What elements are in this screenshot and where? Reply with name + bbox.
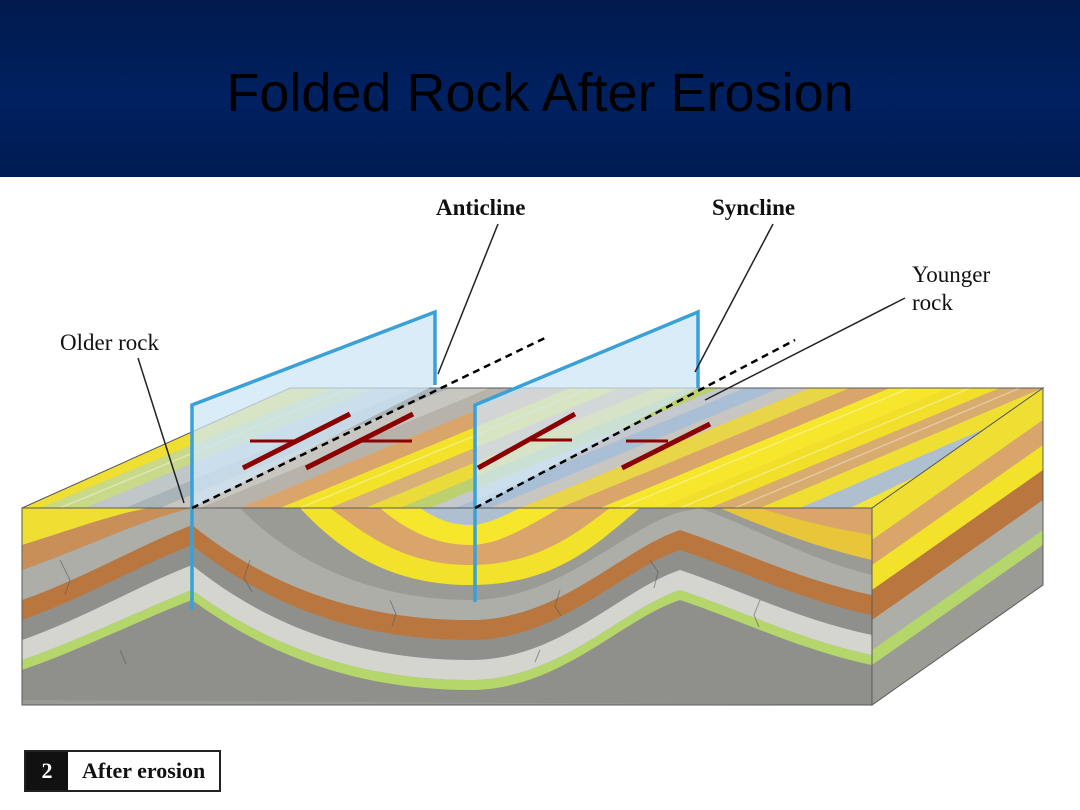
figure-caption-badge: 2 After erosion: [24, 750, 222, 792]
badge-text: After erosion: [82, 758, 206, 783]
slide-title: Folded Rock After Erosion: [226, 63, 854, 123]
strike-dip-symbols: [241, 411, 712, 471]
syncline-axial-plane: [473, 309, 700, 602]
badge-number: 2: [26, 752, 68, 790]
leader-lines: [137, 223, 906, 504]
younger-rock-label-line1: Younger: [912, 262, 991, 287]
slide-header: Folded Rock After Erosion: [0, 0, 1080, 177]
anticline-axis-line: [191, 336, 546, 510]
anticline-label: Anticline: [436, 195, 526, 220]
syncline-label: Syncline: [712, 195, 796, 220]
older-rock-label: Older rock: [60, 330, 159, 355]
front-face: [22, 508, 872, 705]
syncline-axis-line: [474, 338, 796, 510]
younger-rock-label-line2: rock: [912, 290, 953, 315]
